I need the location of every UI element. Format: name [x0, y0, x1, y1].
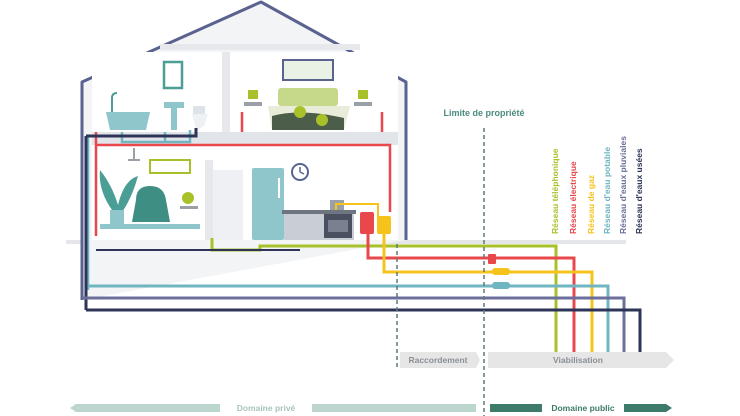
lamp-right	[358, 90, 368, 99]
raccordement-arrow	[400, 352, 480, 368]
network-label-water: Réseau d'eau potable	[602, 147, 612, 234]
network-labels: Réseau téléphonique Réseau électrique Rése…	[550, 136, 644, 234]
bathroom	[106, 60, 208, 130]
leaf-pattern-1	[294, 106, 306, 118]
network-label-waste: Réseau d'eaux usées	[634, 148, 644, 234]
plant-icon	[99, 170, 138, 212]
ceiling-lamp	[128, 148, 140, 161]
kitchen	[252, 163, 356, 240]
waste-pipe-internal	[84, 128, 198, 310]
bedroom	[244, 59, 372, 130]
upper-partition	[222, 52, 230, 132]
door-frame	[213, 170, 243, 240]
waste-line	[86, 308, 642, 352]
lower-partition	[205, 160, 213, 240]
network-label-telephone: Réseau téléphonique	[550, 148, 560, 234]
meter-box-icon	[360, 212, 374, 234]
toilet-icon	[192, 114, 208, 130]
telephone-line	[210, 238, 558, 352]
side-table	[180, 206, 198, 209]
house	[80, 0, 408, 300]
network-label-gas: Réseau de gaz	[586, 175, 596, 234]
water-line	[88, 284, 610, 352]
electric-line	[366, 234, 576, 352]
nightstand-right	[354, 102, 372, 106]
sink-icon	[164, 102, 184, 108]
toilet-tank	[193, 106, 205, 114]
attic-beam	[160, 44, 360, 50]
shower-pipe	[111, 92, 118, 112]
network-lines	[82, 234, 642, 352]
gas-valve-icon	[492, 268, 510, 275]
gas-meter-box	[377, 216, 391, 234]
water-valve-icon	[492, 282, 510, 289]
mirror-icon	[162, 60, 184, 90]
leaf-pattern-2	[316, 114, 328, 126]
rug	[100, 224, 200, 229]
armchair-icon	[132, 186, 170, 222]
bathtub-icon	[106, 112, 150, 130]
property-limit-label: Limite de propriété	[443, 108, 524, 118]
domaine-public-label-bg	[542, 400, 624, 416]
electric-pipe-internal	[94, 112, 392, 236]
lamp-left	[248, 90, 258, 99]
plant-pot	[110, 210, 124, 224]
valve-icon	[488, 254, 496, 264]
sink-pedestal	[171, 108, 177, 130]
counter-top	[282, 210, 356, 214]
viabilisation-label: Viabilisation	[553, 355, 603, 365]
fridge-handle	[278, 178, 280, 198]
picture-frames	[149, 159, 191, 174]
network-label-rain: Réseau d'eaux pluviales	[618, 136, 628, 234]
bed-headboard	[278, 88, 338, 106]
viabilisation-arrow	[488, 352, 674, 368]
small-plant	[182, 192, 194, 204]
domaine-public-label: Domaine public	[551, 403, 615, 413]
oven-window	[328, 220, 348, 232]
fridge-icon	[252, 168, 284, 240]
rain-line	[82, 296, 626, 352]
living-room	[99, 148, 200, 229]
domaine-prive-label-bg	[220, 400, 312, 416]
gas-line	[382, 234, 594, 352]
nightstand-left	[244, 102, 262, 106]
network-label-electric: Réseau électrique	[568, 161, 578, 234]
clock-hands	[299, 167, 305, 175]
domaine-prive-label: Domaine privé	[237, 403, 296, 413]
raccordement-label: Raccordement	[408, 355, 467, 365]
window-icon	[282, 59, 334, 81]
